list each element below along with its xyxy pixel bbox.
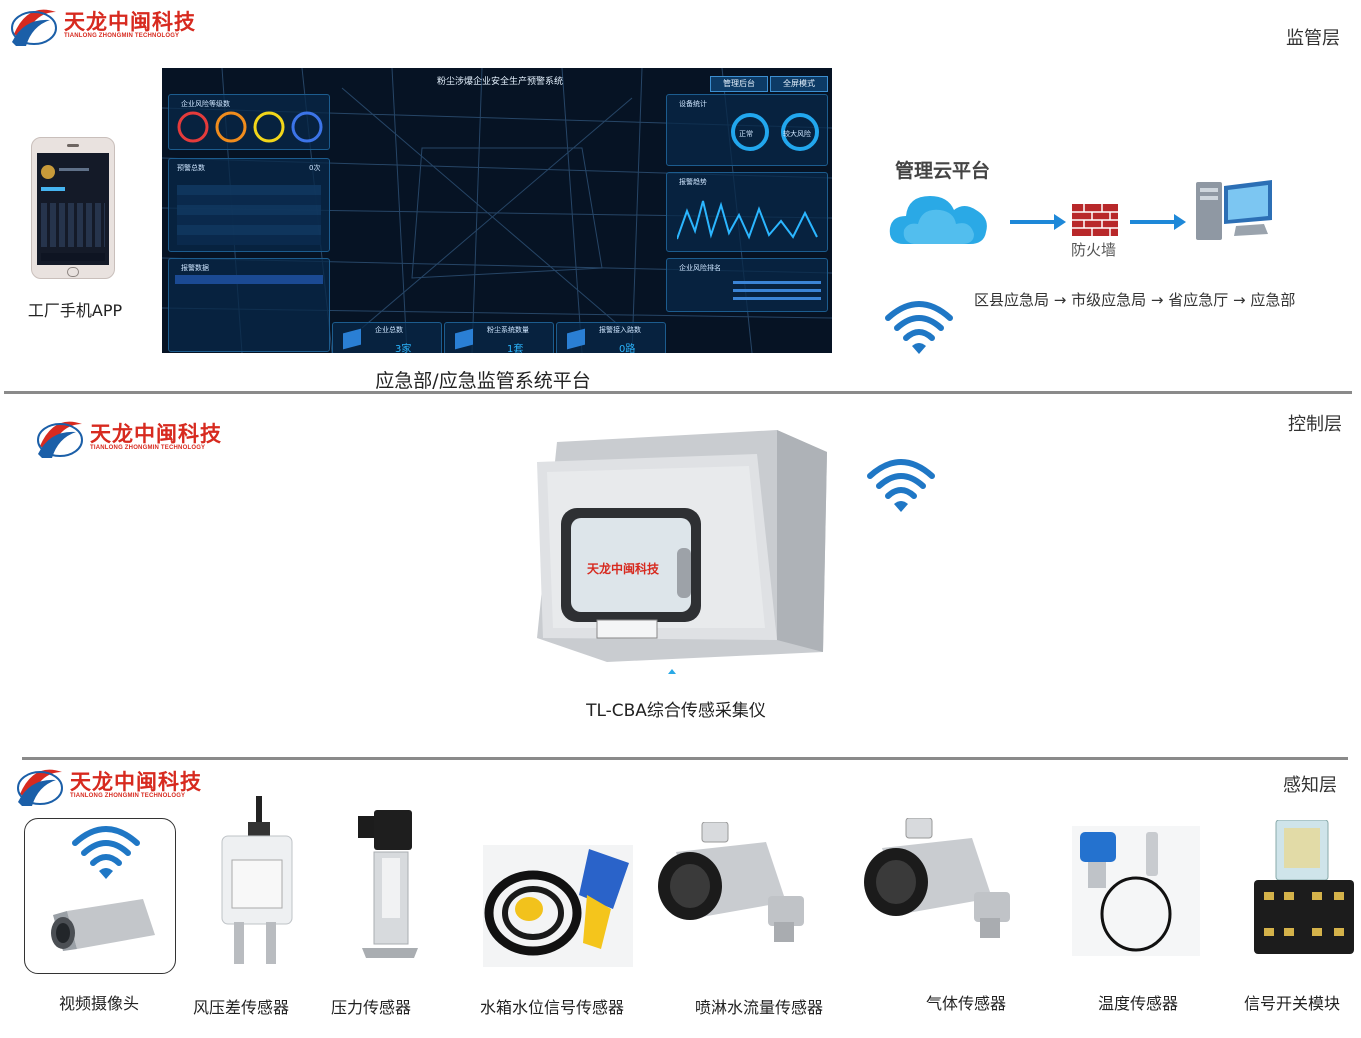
trend-panel-title: 报警趋势 bbox=[679, 178, 707, 186]
stat-channels-value: 0路 bbox=[619, 344, 636, 353]
wifi-icon-camera bbox=[72, 826, 140, 879]
sensor-camera-card bbox=[24, 818, 176, 974]
sensor-label-7: 信号开关模块 bbox=[1243, 994, 1340, 1013]
stat-system-value: 1套 bbox=[507, 344, 524, 353]
trend-panel: 报警趋势 bbox=[666, 172, 828, 252]
warning-panel: 预警总数 0次 bbox=[168, 158, 330, 252]
sensor-label-4: 喷淋水流量传感器 bbox=[694, 998, 823, 1017]
logo-mark-icon bbox=[11, 9, 57, 46]
warning-count: 0次 bbox=[309, 164, 321, 172]
logo-cn: 天龙中闽科技 bbox=[90, 422, 222, 446]
collector-brand-label: 天龙中闽科技 bbox=[587, 562, 660, 576]
caret-up-icon bbox=[668, 669, 676, 674]
app-label: 工厂手机APP bbox=[27, 301, 123, 320]
wifi-icon-top bbox=[885, 301, 953, 354]
risk-panel-title: 企业风险等级数 bbox=[181, 100, 230, 108]
rank-panel-title: 企业风险排名 bbox=[679, 264, 721, 272]
sensor-temperature-image bbox=[1072, 826, 1200, 956]
logo-mark-icon bbox=[17, 769, 63, 806]
logo-en: TIANLONG ZHONGMIN TECHNOLOGY bbox=[70, 793, 186, 799]
phone-image bbox=[31, 137, 115, 279]
fullscreen-button[interactable]: 全屏模式 bbox=[770, 76, 828, 92]
camera-icon bbox=[51, 899, 155, 951]
sensor-label-3: 水箱水位信号传感器 bbox=[479, 998, 624, 1017]
alarm-data-title: 报警数据 bbox=[181, 264, 209, 272]
logo-mark-icon bbox=[37, 421, 83, 458]
system-icon bbox=[455, 328, 473, 350]
wifi-icon-control bbox=[867, 459, 935, 512]
device-alarm-ring bbox=[781, 113, 819, 151]
rank-panel: 企业风险排名 bbox=[666, 258, 828, 312]
logo-cn: 天龙中闽科技 bbox=[64, 10, 196, 34]
logo-bottom: 天龙中闽科技 TIANLONG ZHONGMIN TECHNOLOGY bbox=[16, 764, 202, 806]
admin-button[interactable]: 管理后台 bbox=[710, 76, 768, 92]
arrow-cloud-to-firewall bbox=[1010, 214, 1066, 230]
float-switch-drawing bbox=[484, 849, 629, 956]
firewall-icon bbox=[1072, 204, 1118, 236]
device-normal-label: 正常 bbox=[739, 130, 753, 138]
layer-label-perception: 感知层 bbox=[1283, 775, 1337, 796]
sensor-flow-image bbox=[658, 822, 804, 942]
sensor-label-6: 温度传感器 bbox=[1097, 994, 1178, 1013]
reporting-chain: 区县应急局 → 市级应急局 → 省应急厅 → 应急部 bbox=[974, 291, 1296, 309]
stat-company: 企业总数 3家 bbox=[332, 322, 442, 353]
sensor-gas-image bbox=[864, 818, 1010, 938]
dashboard-caption: 应急部/应急监管系统平台 bbox=[375, 370, 591, 392]
collector-label: TL-CBA综合传感采集仪 bbox=[586, 701, 766, 721]
risk-gauges bbox=[177, 111, 323, 143]
dashboard-title: 粉尘涉爆企业安全生产预警系统 bbox=[437, 77, 564, 87]
stat-company-label: 企业总数 bbox=[375, 326, 403, 334]
logo-middle: 天龙中闽科技 TIANLONG ZHONGMIN TECHNOLOGY bbox=[36, 416, 222, 458]
cloud-title: 管理云平台 bbox=[895, 160, 991, 182]
sensor-water-level-image bbox=[483, 845, 633, 967]
sensor-relay-image bbox=[1254, 820, 1354, 954]
divider-top bbox=[4, 391, 1352, 394]
layer-label-supervision: 监管层 bbox=[1286, 28, 1340, 49]
device-normal-ring bbox=[731, 113, 769, 151]
trend-sparkline bbox=[677, 200, 818, 240]
cloud-icon bbox=[889, 196, 987, 244]
phone-screen bbox=[37, 153, 109, 265]
stat-system: 粉尘系统数量 1套 bbox=[444, 322, 554, 353]
sensor-label-5: 气体传感器 bbox=[925, 994, 1006, 1013]
sensor-label-1: 风压差传感器 bbox=[192, 998, 289, 1017]
logo-cn: 天龙中闽科技 bbox=[70, 770, 202, 794]
collector-image: 天龙中闽科技 bbox=[527, 402, 844, 666]
device-alarm-label: 较大风险 bbox=[783, 130, 811, 138]
building-icon bbox=[343, 328, 361, 350]
firewall-label: 防火墙 bbox=[1071, 241, 1117, 259]
server-computer-icon bbox=[1196, 180, 1272, 240]
stat-channels: 报警接入路数 0路 bbox=[556, 322, 666, 353]
logo-top: 天龙中闽科技 TIANLONG ZHONGMIN TECHNOLOGY bbox=[10, 4, 196, 46]
logo-en: TIANLONG ZHONGMIN TECHNOLOGY bbox=[64, 33, 180, 39]
sensor-diff-pressure-image bbox=[221, 796, 293, 964]
sensor-label-2: 压力传感器 bbox=[330, 998, 411, 1017]
risk-panel: 企业风险等级数 bbox=[168, 94, 330, 150]
temperature-probe-drawing bbox=[1080, 832, 1172, 952]
logo-en: TIANLONG ZHONGMIN TECHNOLOGY bbox=[90, 445, 206, 451]
device-panel: 设备统计 正常 较大风险 bbox=[666, 94, 828, 166]
device-panel-title: 设备统计 bbox=[679, 100, 707, 108]
stat-company-value: 3家 bbox=[395, 344, 412, 353]
layer-label-control: 控制层 bbox=[1288, 414, 1342, 435]
divider-bottom bbox=[22, 757, 1348, 760]
arrow-firewall-to-server bbox=[1130, 214, 1186, 230]
dashboard-screenshot: 粉尘涉爆企业安全生产预警系统 管理后台 全屏模式 企业风险等级数 预警总数 0次… bbox=[162, 68, 832, 353]
enclosure-drawing bbox=[537, 430, 827, 662]
sensor-label-0: 视频摄像头 bbox=[58, 994, 139, 1013]
warning-panel-title: 预警总数 bbox=[177, 164, 205, 172]
channel-icon bbox=[567, 328, 585, 350]
stat-channels-label: 报警接入路数 bbox=[599, 326, 641, 334]
alarm-data-panel: 报警数据 bbox=[168, 258, 330, 352]
sensor-pressure-image bbox=[358, 810, 418, 958]
stat-system-label: 粉尘系统数量 bbox=[487, 326, 529, 334]
